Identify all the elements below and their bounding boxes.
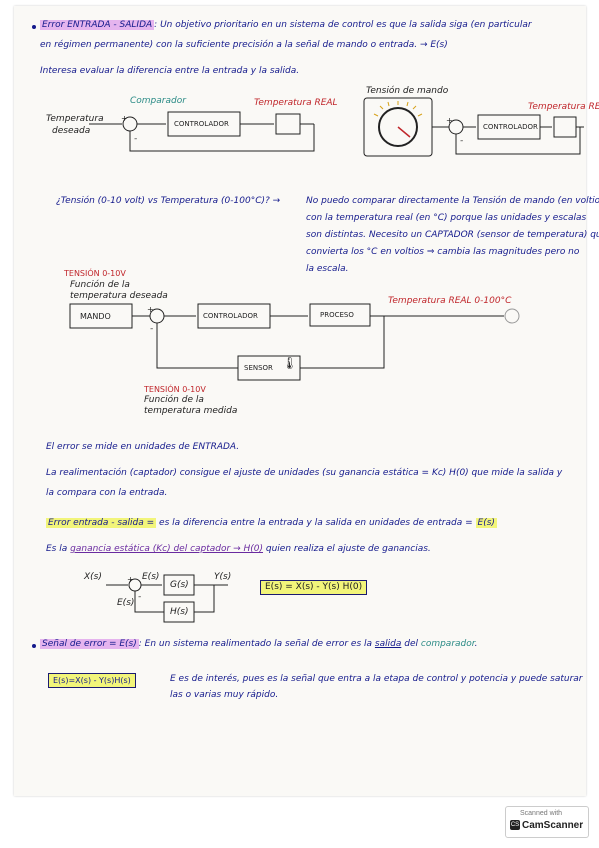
d3-func-1: Función de la [70,280,130,290]
camscanner-badge: Scanned with CS CamScanner [505,806,589,838]
d4-minus: - [138,592,142,602]
d1-controller-box: CONTROLADOR [174,120,229,128]
signal-del: del [404,639,418,649]
error-entrada-salida-highlight: Error entrada - salida = [46,518,157,528]
d3-output-label: Temperatura REAL 0-100°C [388,296,512,306]
d1-comparator-label: Comparador [130,96,186,106]
thermometer-icon: 🌡 [282,356,298,370]
d1-minus: - [134,134,138,144]
d1-plus: + [121,114,128,123]
d3-mando-box: MANDO [80,312,111,321]
d3-minus: - [150,324,154,334]
body-p4c: quien realiza el ajuste de ganancias. [265,544,431,554]
error-entrada-salida-term: Error ENTRADA - SALIDA [40,20,155,30]
question-line-5: la escala. [306,264,349,274]
d3-tension-bottom: TENSIÓN 0-10V [144,385,206,394]
d1-input-label-2: deseada [52,126,91,136]
question-line-3: son distintas. Necesito un CAPTADOR (sen… [306,230,599,240]
signal-line-1: : En un sistema realimentado la señal de… [138,639,373,649]
scanned-page: Error ENTRADA - SALIDA: Un objetivo prio… [14,6,599,796]
error-formula-box: E(s) = X(s) - Y(s) H(0) [260,580,368,595]
handdrawn-lines [69,97,584,623]
d2-minus: - [460,136,464,146]
signal-salida: salida [374,639,402,649]
d4-plus: + [127,575,134,584]
d4-hs-box: H(s) [170,607,189,617]
d2-plus: + [446,116,453,125]
d3-sensor-box: SENSOR [244,364,273,372]
signal-desc-2: las o varias muy rápido. [170,690,279,700]
intro-line-3: Interesa evaluar la diferencia entre la … [40,66,300,76]
d3-controller-box: CONTROLADOR [203,312,258,320]
signal-desc-1: E es de interés, pues es la señal que en… [170,674,583,684]
intro-line-1: : Un objetivo prioritario en un sistema … [154,20,532,30]
camscanner-logo-icon: CS [510,820,520,830]
question-line-1-left: ¿Tensión (0-10 volt) vs Temperatura (0-1… [56,196,281,206]
d2-output-label: Temperatura REAL [528,102,599,112]
intro-line-2: en régimen permanente) con la suficiente… [40,40,448,50]
d1-input-label-1: Temperatura [46,114,104,124]
d1-output-label: Temperatura REAL [254,98,338,108]
signal-formula-box: E(s)=X(s) - Y(s)H(s) [48,673,136,688]
body-p2a: La realimentación (captador) consigue el… [46,468,563,478]
body-p3: es la diferencia entre la entrada y la s… [159,518,473,528]
d3-func-4: temperatura medida [144,406,238,416]
body-p1: El error se mide en unidades de ENTRADA. [46,442,240,452]
signal-dot: . [474,639,478,649]
question-line-4: convierta los °C en voltios ⇒ cambia las… [306,247,580,257]
scanned-with-text: Scanned with [520,810,563,817]
body-p3-es: E(s) [475,518,497,528]
d4-es: E(s) [142,572,160,582]
d4-gs-box: G(s) [170,580,189,590]
signal-comparador: comparador [420,639,475,649]
question-line-2: con la temperatura real (en °C) porque l… [306,213,587,223]
d3-func-2: temperatura deseada [70,291,168,301]
d3-process-box: PROCESO [320,311,354,319]
body-p4-gain: ganancia estática (Kc) del captador → H(… [70,544,264,554]
question-line-1-right: No puedo comparar directamente la Tensió… [306,196,599,206]
camscanner-brand: CamScanner [522,820,584,831]
d4-ys: Y(s) [214,572,232,582]
body-p2b: la compara con la entrada. [46,488,168,498]
d4-xs: X(s) [84,572,102,582]
d3-func-3: Función de la [144,395,204,405]
body-p4a: Es la [46,544,68,554]
d2-controller-box: CONTROLADOR [483,123,538,131]
senal-error-term: Señal de error = E(s) [40,639,139,649]
d3-tension-top: TENSIÓN 0-10V [64,269,126,278]
d3-plus: + [147,305,154,314]
d4-es-feedback: E(s) [117,598,135,608]
d2-knob-label: Tensión de mando [366,86,449,96]
